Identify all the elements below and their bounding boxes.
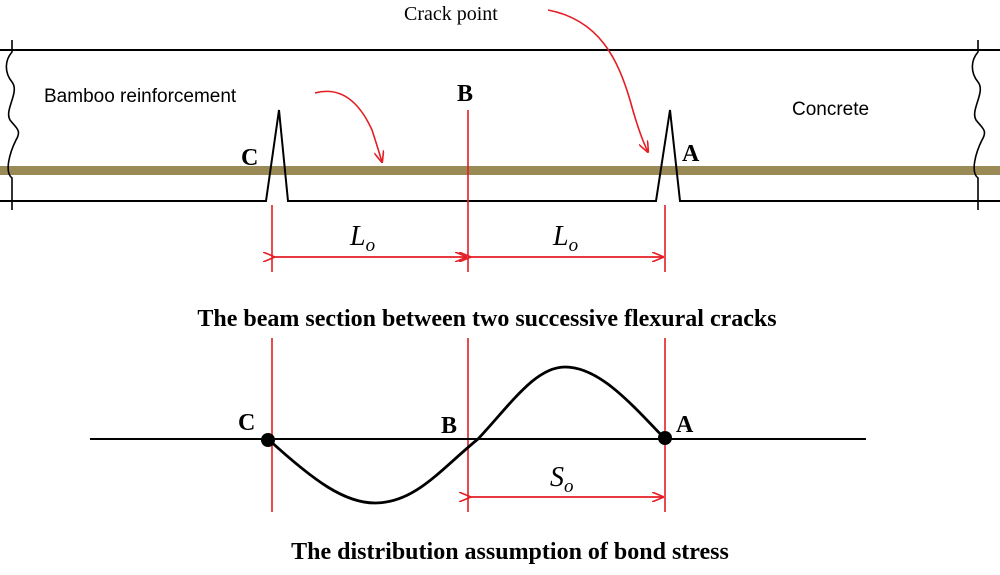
lo-subscript-right: o [569, 235, 579, 256]
lo-symbol-right: L [552, 221, 569, 252]
point-a-top-label: A [682, 141, 700, 167]
point-a-marker [658, 431, 672, 445]
beam-bottom-edge-with-cracks [0, 109, 1000, 202]
point-c-bottom-label: C [238, 410, 255, 436]
lo-symbol-left: L [349, 221, 366, 252]
right-break-symbol [971, 40, 986, 210]
bamboo-reinforcement-arrow [314, 90, 382, 162]
so-subscript: o [564, 476, 574, 497]
point-a-bottom-label: A [676, 412, 694, 438]
so-label: So [550, 462, 574, 497]
point-b-top-label: B [457, 81, 473, 107]
lo-label-left: Lo [349, 221, 375, 256]
lo-label-right: Lo [552, 221, 578, 256]
so-symbol: S [550, 462, 564, 493]
bamboo-reinforcement-label: Bamboo reinforcement [44, 86, 237, 107]
bond-stress-curve [266, 365, 667, 505]
concrete-label: Concrete [792, 99, 869, 120]
point-b-bottom-label: B [441, 413, 457, 439]
beam-section-caption: The beam section between two successive … [197, 306, 776, 332]
crack-point-label: Crack point [404, 3, 498, 25]
bond-stress-caption: The distribution assumption of bond stre… [291, 539, 729, 565]
crack-point-arrow [547, 9, 648, 152]
lo-subscript-left: o [366, 235, 376, 256]
left-break-symbol [5, 40, 20, 210]
point-c-marker [261, 433, 275, 447]
point-c-top-label: C [241, 145, 258, 171]
bamboo-reinforcement-bar [0, 166, 1000, 175]
